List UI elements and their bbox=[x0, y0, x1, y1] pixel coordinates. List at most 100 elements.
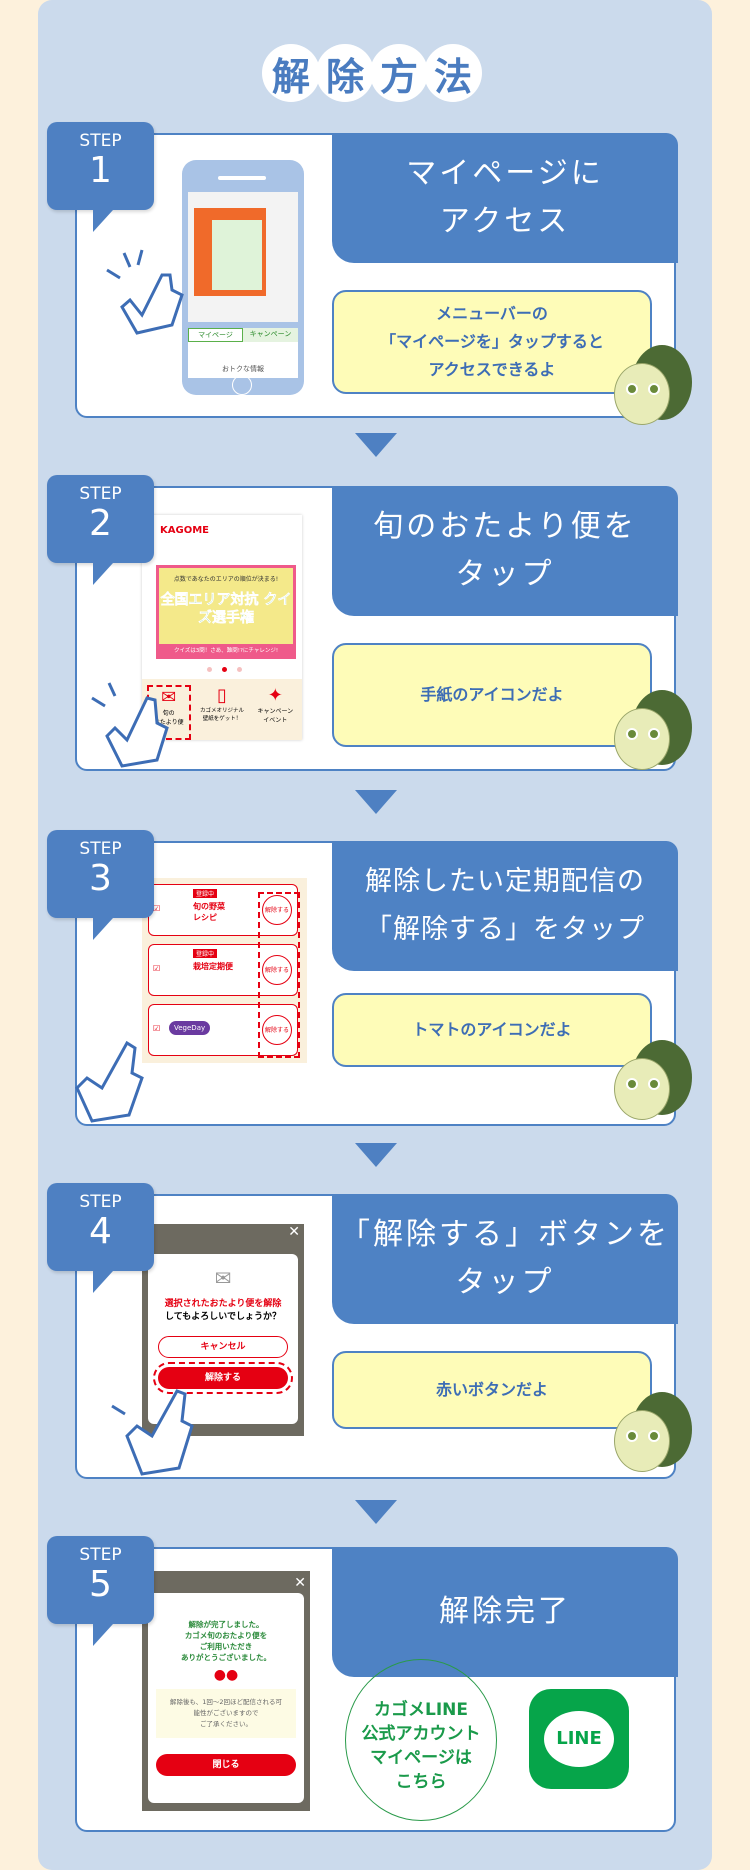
app-screenshot: KAGOME 点数であなたのエリアの順位が決まる! 全国エリア対抗 クイズ選手権… bbox=[142, 515, 302, 740]
down-arrow-icon bbox=[355, 1143, 397, 1167]
tap-hand-icon bbox=[91, 682, 169, 768]
step-heading: 「解除する」ボタンをタップ bbox=[332, 1194, 678, 1324]
dialog-question: してもよろしいでしょうか？ bbox=[164, 1312, 281, 1322]
campaign-banner[interactable]: 点数であなたのエリアの順位が決まる! 全国エリア対抗 クイズ選手権 クイズは3問… bbox=[156, 565, 296, 659]
kagome-logo: KAGOME bbox=[160, 525, 209, 536]
unsubscribe-tomato-button[interactable]: 解除する bbox=[262, 1015, 292, 1045]
vegeday-logo: VegeDay bbox=[169, 1021, 211, 1035]
heading-line: タップ bbox=[455, 1265, 555, 1300]
step-5-card: ✕ 解除が完了しました。カゴメ旬のおたより便をご利用いただきありがとうございまし… bbox=[47, 1536, 678, 1832]
title-char: 法 bbox=[424, 44, 482, 102]
subscription-row: ☑ 登録中 栽培定期便 解除する bbox=[148, 944, 298, 996]
close-button[interactable]: 閉じる bbox=[156, 1754, 296, 1776]
checkbox[interactable]: ☑ bbox=[153, 904, 161, 913]
menu-footer: おトクな情報 bbox=[222, 365, 264, 373]
step-number: 4 bbox=[89, 1211, 112, 1252]
note-line: トマトのアイコンだよ bbox=[412, 1020, 572, 1039]
heading-line: 「解除する」ボタンを bbox=[340, 1217, 670, 1252]
heading-line: アクセス bbox=[439, 204, 571, 239]
info-text: 能性がございますので bbox=[193, 1709, 259, 1717]
banner-text: クイズは3問！さあ、難問!?にチャレンジ! bbox=[159, 644, 293, 656]
item-name: 栽培定期便 bbox=[193, 962, 233, 971]
step-label: STEP bbox=[79, 131, 122, 151]
subscription-list-screenshot: ☑ 登録中 旬の野菜 レシピ 解除する ☑ 登録中 栽培定期便 解除する ☑ V… bbox=[142, 878, 307, 1063]
complete-dialog: 解除が完了しました。カゴメ旬のおたより便をご利用いただきありがとうございました。… bbox=[148, 1593, 304, 1803]
step-number: 2 bbox=[89, 503, 112, 544]
info-text: 解除後も、1回〜2回ほど配信される可 bbox=[169, 1698, 283, 1706]
checkbox[interactable]: ☑ bbox=[153, 964, 161, 973]
status-badge: 登録中 bbox=[193, 889, 218, 898]
down-arrow-icon bbox=[355, 790, 397, 814]
line-logo-button[interactable]: LINE bbox=[529, 1689, 629, 1789]
phone-mockup: マイページ キャンペーン おトクな情報 bbox=[182, 160, 304, 395]
party-popper-icon: ✦ bbox=[267, 685, 283, 706]
heading-line: タップ bbox=[455, 557, 555, 592]
close-icon[interactable]: ✕ bbox=[294, 1575, 306, 1591]
step-heading: マイページにアクセス bbox=[332, 133, 678, 263]
unsubscribe-confirm-button[interactable]: 解除する bbox=[153, 1362, 293, 1394]
note-line: メニューバーの bbox=[436, 304, 548, 323]
line-logo: LINE bbox=[544, 1711, 614, 1767]
confirm-dialog-screenshot: ✕ ✉ 選択されたおたより便を解除 してもよろしいでしょうか？ キャンセル 解除… bbox=[142, 1224, 304, 1436]
bubble-line: カゴメLINE bbox=[374, 1700, 468, 1720]
icon-label: カゴメオリジナル 壁紙をゲット！ bbox=[199, 708, 244, 722]
heading-line: 解除したい定期配信の bbox=[365, 866, 645, 897]
campaign-icon-button[interactable]: ✦ キャンペーン イベント bbox=[253, 685, 297, 740]
title-char: 方 bbox=[370, 44, 428, 102]
down-arrow-icon bbox=[355, 433, 397, 457]
unsubscribe-tomato-button[interactable]: 解除する bbox=[262, 895, 292, 925]
page-title: 解除方法 bbox=[262, 44, 482, 102]
hedgehog-mascot bbox=[612, 1392, 692, 1482]
bubble-line: こちら bbox=[395, 1772, 447, 1792]
note-line: 「マイページを」タップすると bbox=[380, 332, 604, 351]
unsubscribe-tomato-button[interactable]: 解除する bbox=[262, 955, 292, 985]
envelope-icon: ✉ bbox=[161, 687, 177, 708]
wallpaper-icon-button[interactable]: ▯ カゴメオリジナル 壁紙をゲット！ bbox=[200, 685, 244, 740]
status-badge: 登録中 bbox=[193, 949, 218, 958]
info-text: ご了承ください。 bbox=[200, 1720, 252, 1728]
icon-label: 旬の おたより便 bbox=[153, 710, 184, 726]
step-2-card: KAGOME 点数であなたのエリアの順位が決まる! 全国エリア対抗 クイズ選手権… bbox=[47, 475, 678, 771]
step-label: STEP bbox=[79, 1545, 122, 1565]
step-label: STEP bbox=[79, 484, 122, 504]
title-char: 解 bbox=[262, 44, 320, 102]
step-heading: 解除完了 bbox=[332, 1547, 678, 1677]
banner-title: 全国エリア対抗 クイズ選手権 bbox=[160, 592, 292, 627]
step-heading: 旬のおたより便をタップ bbox=[332, 486, 678, 616]
step-note: メニューバーの「マイページを」タップするとアクセスできるよ bbox=[332, 290, 652, 394]
tap-hand-icon bbox=[111, 1389, 194, 1476]
step-note: トマトのアイコンだよ bbox=[332, 993, 652, 1067]
complete-message: 解除が完了しました。 bbox=[188, 1620, 264, 1629]
note-line: 赤いボタンだよ bbox=[435, 1380, 548, 1399]
step-number: 1 bbox=[89, 150, 112, 191]
close-icon[interactable]: ✕ bbox=[288, 1224, 300, 1240]
step-4-card: ✕ ✉ 選択されたおたより便を解除 してもよろしいでしょうか？ キャンセル 解除… bbox=[47, 1183, 678, 1479]
hedgehog-mascot bbox=[612, 1040, 692, 1130]
heading-line: 「解除する」をタップ bbox=[365, 914, 645, 945]
step-3-card: ☑ 登録中 旬の野菜 レシピ 解除する ☑ 登録中 栽培定期便 解除する ☑ V… bbox=[47, 830, 678, 1126]
hedgehog-mascot bbox=[612, 345, 692, 435]
note-line: アクセスできるよ bbox=[428, 360, 556, 379]
heading-line: マイページに bbox=[406, 156, 604, 191]
checkbox[interactable]: ☑ bbox=[153, 1024, 161, 1033]
tap-hand-icon bbox=[75, 1040, 144, 1123]
menu-campaign[interactable]: キャンペーン bbox=[243, 328, 298, 342]
step-label: STEP bbox=[79, 1192, 122, 1212]
step-label: STEP bbox=[79, 839, 122, 859]
menu-mypage[interactable]: マイページ bbox=[188, 328, 243, 342]
icon-label: キャンペーン イベント bbox=[257, 708, 294, 724]
phone-icon: ▯ bbox=[217, 685, 227, 706]
cancel-button[interactable]: キャンセル bbox=[158, 1336, 288, 1358]
note-line: 手紙のアイコンだよ bbox=[420, 685, 564, 704]
complete-message: ありがとうございました。 bbox=[181, 1653, 271, 1662]
envelope-cancel-icon: ✉ bbox=[214, 1266, 232, 1290]
heading-line: 旬のおたより便を bbox=[373, 509, 637, 544]
step-number: 5 bbox=[89, 1564, 112, 1605]
step-heading: 解除したい定期配信の「解除する」をタップ bbox=[332, 841, 678, 971]
